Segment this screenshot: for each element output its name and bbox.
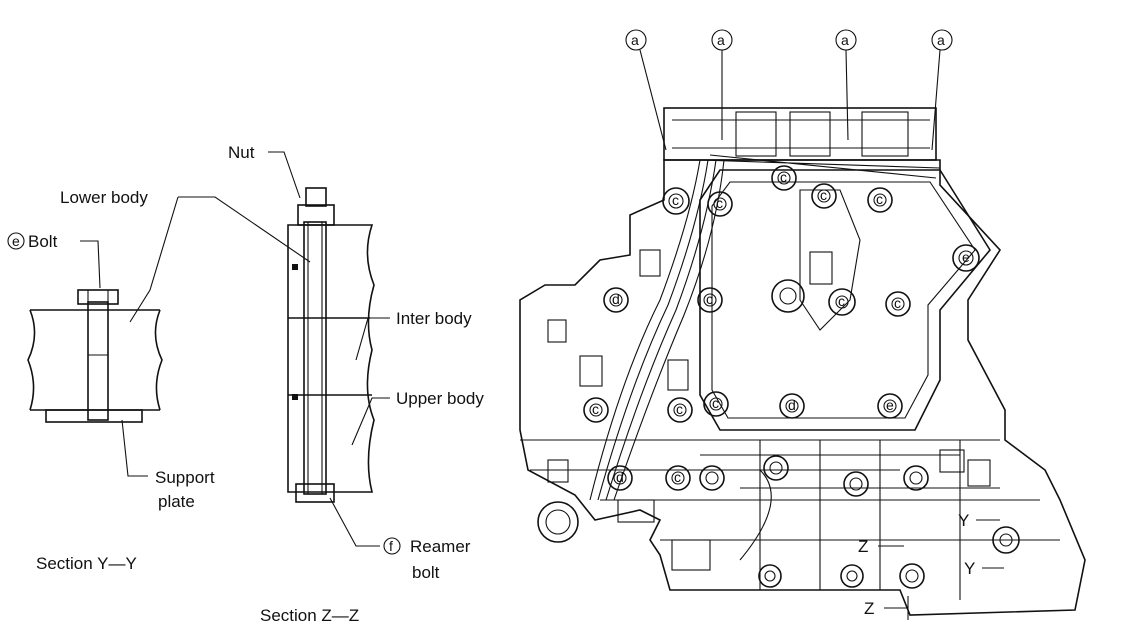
bolt-letter: e: [886, 397, 894, 413]
bolt-5: [867, 187, 893, 213]
label-support: Support: [155, 468, 215, 487]
bolt-letter: d: [612, 291, 620, 307]
label-upper-body: Upper body: [396, 389, 484, 408]
bolt-16: [877, 393, 903, 419]
section-mark-z1: Z: [858, 537, 868, 556]
reamer-mark-circle: [383, 537, 401, 555]
bolt-17: [607, 465, 633, 491]
bolt-2: [707, 191, 733, 217]
label-plate: plate: [158, 492, 195, 511]
label-lower-body: Lower body: [60, 188, 148, 207]
valve-bolts: [583, 165, 1020, 589]
bolt-21: [843, 471, 869, 497]
bolt-24: [758, 564, 782, 588]
bolt-letter: c: [838, 293, 845, 309]
bolt-letter: d: [788, 397, 796, 413]
valve-body-drawing: [519, 107, 1086, 616]
bolt-4: [811, 183, 837, 209]
leader-lines: [80, 151, 390, 547]
bolt-18: [665, 465, 691, 491]
callouts-a: a a a a: [625, 29, 953, 151]
bolt-22: [903, 465, 929, 491]
bolt-letter: c: [712, 395, 719, 411]
bolt-10: [828, 288, 856, 316]
label-bolt: Bolt: [28, 232, 58, 251]
bolt-6: [952, 244, 980, 272]
bolt-letter: c: [716, 195, 723, 211]
bolt-12: [583, 397, 609, 423]
callout-a-3: a: [841, 32, 849, 48]
section-mark-y2: Y: [964, 559, 975, 578]
bolt-letter: c: [820, 187, 827, 203]
bolt-8: [697, 287, 723, 313]
bolt-letter: c: [674, 469, 681, 485]
bolt-15: [779, 393, 805, 419]
section-yy-drawing: [27, 289, 163, 423]
label-section-zz: Section Z—Z: [260, 606, 359, 625]
bolt-mark-letter: e: [12, 233, 20, 249]
bolt-letter: c: [706, 291, 713, 307]
label-reamer: Reamer: [410, 537, 471, 556]
section-marks: Y Y Z Z: [858, 511, 1004, 620]
bolt-3: [771, 165, 797, 191]
bolt-13: [667, 397, 693, 423]
label-reamer-bolt: bolt: [412, 563, 440, 582]
bolt-letter: c: [592, 401, 599, 417]
bolt-letter: c: [672, 192, 679, 208]
callout-a-2: a: [717, 32, 725, 48]
bolt-7: [603, 287, 629, 313]
label-nut: Nut: [228, 143, 255, 162]
bolt-23: [992, 526, 1020, 554]
bolt-letter: d: [616, 469, 624, 485]
bolt-letter: c: [876, 191, 883, 207]
bolt-mark-circle: [7, 232, 25, 250]
callout-a-4: a: [937, 32, 945, 48]
bolt-25: [840, 564, 864, 588]
callout-a-1: a: [631, 32, 639, 48]
bolt-19: [699, 465, 725, 491]
reamer-mark-letter: f: [389, 538, 393, 554]
bolt-1: [662, 187, 690, 215]
bolt-14: [703, 391, 729, 417]
section-mark-y1: Y: [958, 511, 969, 530]
bolt-letter: c: [894, 295, 901, 311]
bolt-letter: c: [676, 401, 683, 417]
label-inter-body: Inter body: [396, 309, 472, 328]
bolt-26: [899, 563, 925, 589]
bolt-letter: e: [962, 249, 970, 265]
label-section-yy: Section Y—Y: [36, 554, 137, 573]
bolt-letter: c: [780, 169, 787, 185]
bolt-11: [885, 291, 911, 317]
bolt-20: [763, 455, 789, 481]
section-zz-drawing: [287, 187, 375, 503]
section-mark-z2: Z: [864, 599, 874, 618]
bolt-9: [771, 279, 805, 313]
